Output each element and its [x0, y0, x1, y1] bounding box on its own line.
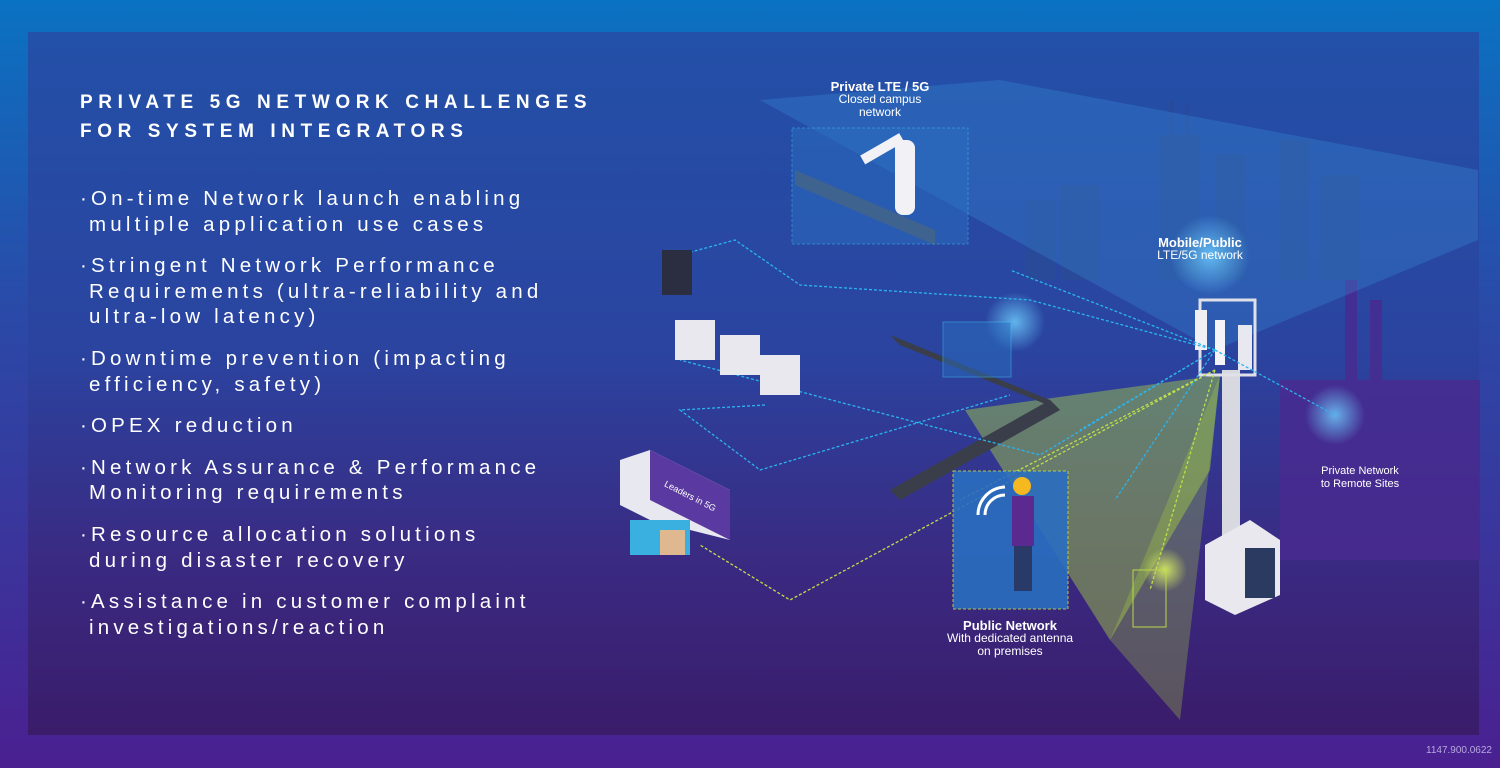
robot-highlight-box: [942, 321, 1012, 378]
servers: [662, 250, 800, 395]
list-item: Downtime prevention (impacting efficienc…: [80, 346, 560, 397]
list-item: Resource allocation solutions during dis…: [80, 522, 560, 573]
green-coverage-beam: [965, 375, 1220, 640]
delivery-truck: [620, 450, 730, 555]
private-network-label: Private LTE / 5G Closed campus network: [830, 79, 930, 119]
list-item: On-time Network launch enabling multiple…: [80, 186, 560, 237]
robot-arm-icon: [860, 133, 915, 215]
public-network-label: Public Network With dedicated antenna on…: [946, 618, 1074, 658]
list-item: Stringent Network Performance Requiremen…: [80, 253, 560, 330]
document-code: 1147.900.0622: [1426, 745, 1492, 756]
network-cabinet: [1205, 520, 1280, 615]
list-item: OPEX reduction: [80, 413, 560, 439]
worker-icon: [1012, 477, 1034, 591]
cell-tower: [1195, 298, 1257, 540]
mobile-network-label: Mobile/Public LTE/5G network: [1157, 235, 1243, 262]
list-item: Network Assurance & Performance Monitori…: [80, 455, 560, 506]
tower-glow: [1170, 215, 1250, 295]
public-network-box: [952, 470, 1069, 610]
page-title: PRIVATE 5G NETWORK CHALLENGES FOR SYSTEM…: [80, 92, 593, 142]
list-item: Assistance in customer complaint investi…: [80, 589, 560, 640]
green-coverage-beam-2: [1110, 375, 1220, 720]
dashed-links: [678, 239, 1336, 601]
small-worker-box: [1132, 569, 1167, 628]
challenges-list: On-time Network launch enabling multiple…: [80, 186, 560, 656]
remote-sites-label: Private Network to Remote Sites: [1320, 465, 1400, 490]
wifi-icon: [976, 485, 1006, 516]
